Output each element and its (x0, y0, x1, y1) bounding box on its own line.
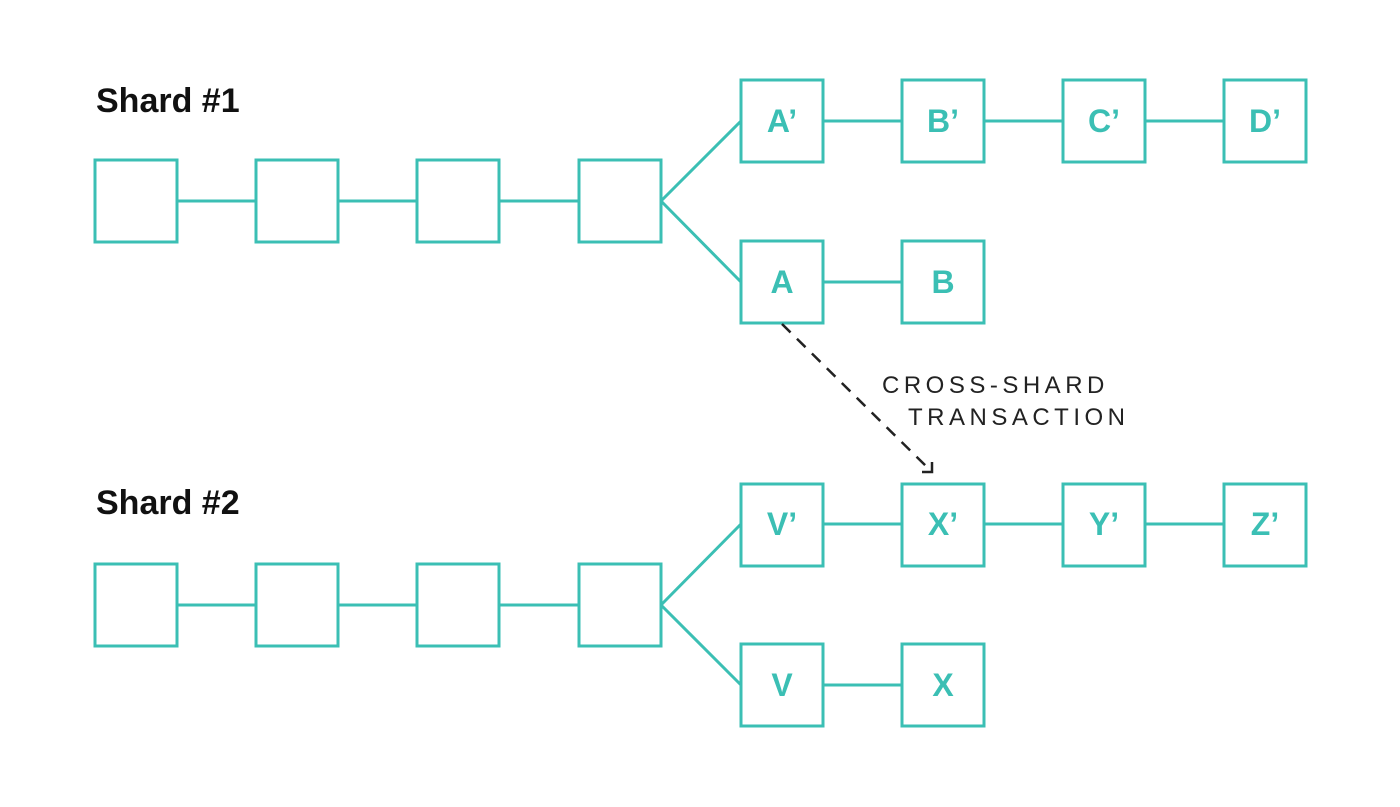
shard-1-title: Shard #1 (96, 82, 240, 120)
block (900, 482, 986, 568)
block-label: Z’ (1251, 506, 1279, 542)
block (739, 78, 825, 164)
block (1222, 482, 1308, 568)
arrowhead-icon (922, 462, 934, 474)
block (1222, 78, 1308, 164)
block (577, 158, 663, 244)
block (900, 642, 986, 728)
block-label: V (771, 667, 793, 703)
block-label: D’ (1249, 103, 1281, 139)
fork-link-lower (659, 603, 743, 687)
block-label: C’ (1088, 103, 1120, 139)
block-label: V’ (767, 506, 797, 542)
block (93, 158, 179, 244)
shard-2-labels: V’ X’ Y’ Z’ V X (767, 506, 1279, 703)
fork-link-lower (659, 199, 743, 284)
block (739, 482, 825, 568)
block-label: A (770, 264, 793, 300)
block (254, 562, 340, 648)
block-label: B (931, 264, 954, 300)
cross-shard-dashed-line (781, 323, 933, 473)
cross-shard-label-line2: TRANSACTION (908, 404, 1130, 431)
shard-1-chain (93, 78, 1308, 325)
cross-shard-label-line1: CROSS-SHARD (882, 372, 1109, 399)
block-label: B’ (927, 103, 959, 139)
block-label: Y’ (1089, 506, 1119, 542)
shard-1-labels: A’ B’ C’ D’ A B (767, 103, 1281, 300)
fork-link-upper (659, 119, 743, 203)
block-label: X (932, 667, 954, 703)
block (739, 642, 825, 728)
block (900, 239, 986, 325)
fork-link-upper (659, 522, 743, 607)
block (93, 562, 179, 648)
block (1061, 482, 1147, 568)
shard-2-title: Shard #2 (96, 484, 240, 522)
block-label: A’ (767, 103, 797, 139)
block (254, 158, 340, 244)
block (415, 158, 501, 244)
block (577, 562, 663, 648)
block-label: X’ (928, 506, 958, 542)
block (415, 562, 501, 648)
block (1061, 78, 1147, 164)
cross-shard-arrow (781, 323, 934, 474)
block (900, 78, 986, 164)
shard-2-chain (93, 482, 1308, 728)
block (739, 239, 825, 325)
